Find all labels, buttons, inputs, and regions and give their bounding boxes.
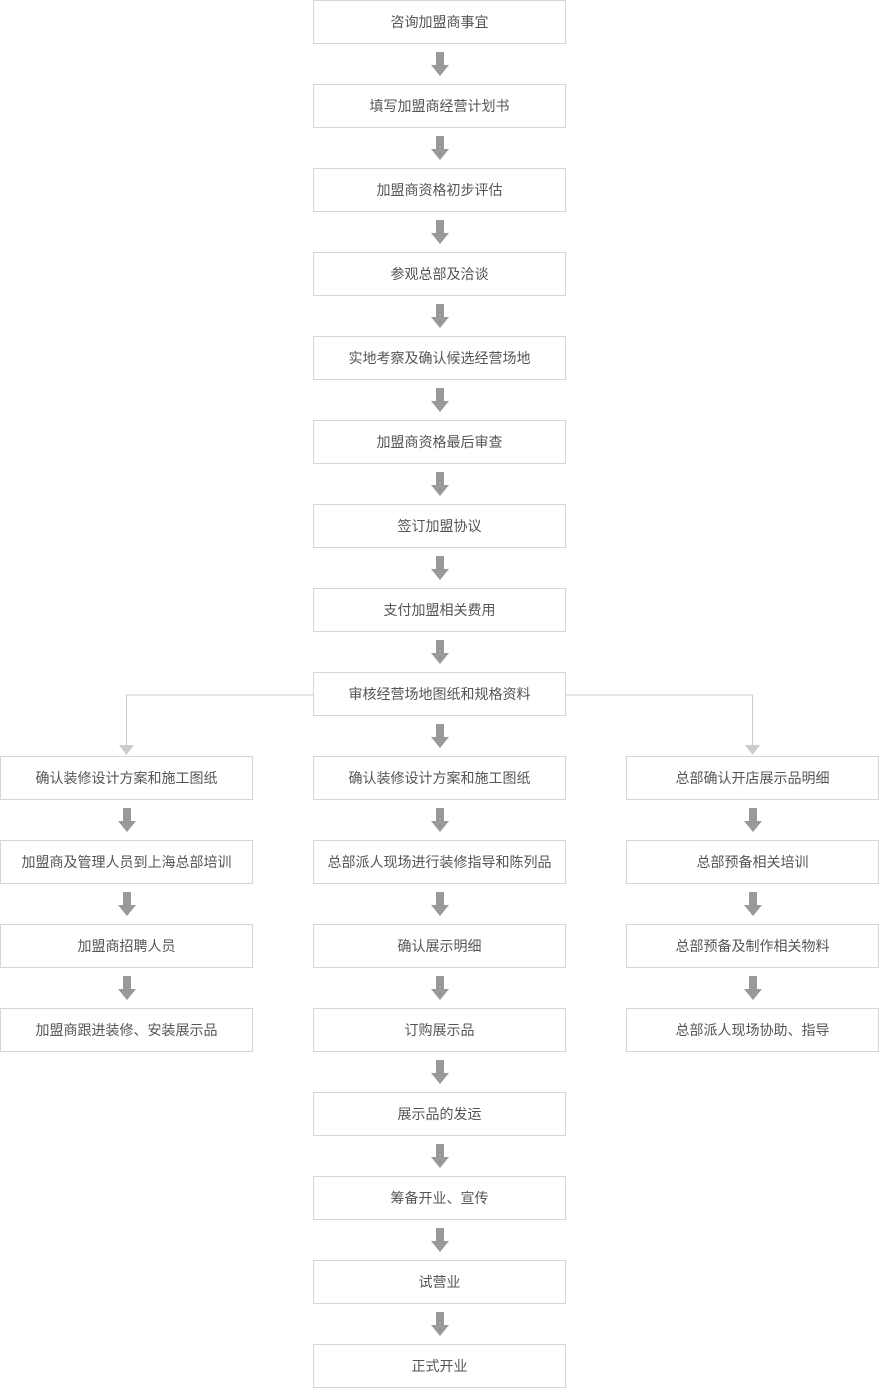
right-branch-connector	[566, 694, 753, 746]
down-arrow-icon	[430, 472, 449, 496]
left-confirm-design: 确认装修设计方案和施工图纸	[0, 756, 253, 800]
down-arrow-icon	[117, 892, 136, 916]
down-arrow-icon	[430, 1060, 449, 1084]
down-arrow-icon	[430, 136, 449, 160]
step-site-inspection: 实地考察及确认候选经营场地	[313, 336, 566, 380]
left-branch-arrowhead	[119, 745, 134, 755]
down-arrow-icon	[430, 1228, 449, 1252]
step-prepare-opening: 筹备开业、宣传	[313, 1176, 566, 1220]
down-arrow-icon	[430, 52, 449, 76]
step-consult: 咨询加盟商事宜	[313, 0, 566, 44]
step-confirm-display-list: 确认展示明细	[313, 924, 566, 968]
down-arrow-icon	[430, 808, 449, 832]
step-final-review: 加盟商资格最后审查	[313, 420, 566, 464]
right-confirm-display-list: 总部确认开店展示品明细	[626, 756, 879, 800]
left-recruit-staff: 加盟商招聘人员	[0, 924, 253, 968]
right-prepare-materials: 总部预备及制作相关物料	[626, 924, 879, 968]
down-arrow-icon	[430, 892, 449, 916]
right-onsite-assistance: 总部派人现场协助、指导	[626, 1008, 879, 1052]
step-ship-displays: 展示品的发运	[313, 1092, 566, 1136]
down-arrow-icon	[430, 1312, 449, 1336]
down-arrow-icon	[430, 724, 449, 748]
down-arrow-icon	[117, 808, 136, 832]
left-branch-connector	[126, 694, 313, 746]
step-pay-fees: 支付加盟相关费用	[313, 588, 566, 632]
left-follow-renovation: 加盟商跟进装修、安装展示品	[0, 1008, 253, 1052]
right-branch-arrowhead	[745, 745, 760, 755]
step-initial-evaluation: 加盟商资格初步评估	[313, 168, 566, 212]
step-official-opening: 正式开业	[313, 1344, 566, 1388]
step-sign-agreement: 签订加盟协议	[313, 504, 566, 548]
down-arrow-icon	[430, 1144, 449, 1168]
step-confirm-design-center: 确认装修设计方案和施工图纸	[313, 756, 566, 800]
step-onsite-guidance: 总部派人现场进行装修指导和陈列品	[313, 840, 566, 884]
step-visit-headquarters: 参观总部及洽谈	[313, 252, 566, 296]
down-arrow-icon	[743, 892, 762, 916]
left-hq-training: 加盟商及管理人员到上海总部培训	[0, 840, 253, 884]
right-prepare-training: 总部预备相关培训	[626, 840, 879, 884]
step-review-drawings: 审核经营场地图纸和规格资料	[313, 672, 566, 716]
down-arrow-icon	[430, 976, 449, 1000]
down-arrow-icon	[743, 976, 762, 1000]
down-arrow-icon	[430, 640, 449, 664]
down-arrow-icon	[430, 556, 449, 580]
down-arrow-icon	[430, 304, 449, 328]
down-arrow-icon	[743, 808, 762, 832]
down-arrow-icon	[117, 976, 136, 1000]
down-arrow-icon	[430, 388, 449, 412]
step-business-plan: 填写加盟商经营计划书	[313, 84, 566, 128]
down-arrow-icon	[430, 220, 449, 244]
step-order-displays: 订购展示品	[313, 1008, 566, 1052]
step-trial-operation: 试营业	[313, 1260, 566, 1304]
